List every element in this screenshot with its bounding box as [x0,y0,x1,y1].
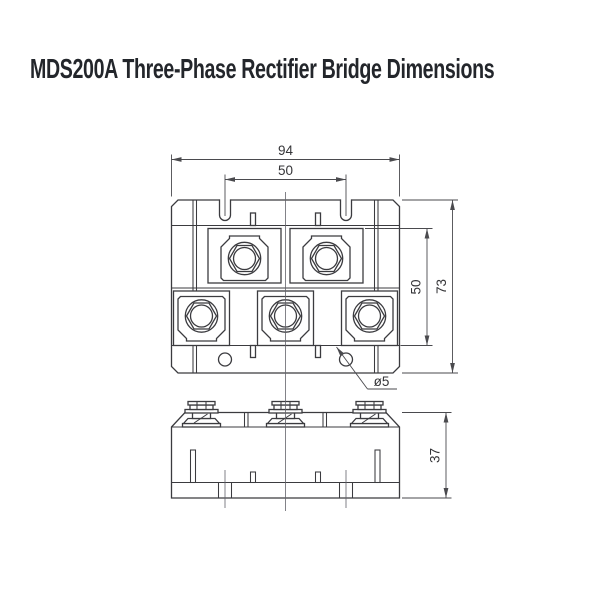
dim-mounting-hole: ø5 [374,374,390,389]
mounting-hole [217,352,233,367]
dim-overall-depth: 73 [434,279,449,294]
dim-overall-width: 94 [278,143,294,158]
dim-contact-height: 50 [409,279,424,294]
dim-slot-spacing: 50 [278,163,293,178]
dimensions: 94 50 50 73 ø5 37 [171,143,458,499]
dim-body-height: 37 [428,448,443,463]
page-title: MDS200A Three-Phase Rectifier Bridge Dim… [30,53,495,84]
